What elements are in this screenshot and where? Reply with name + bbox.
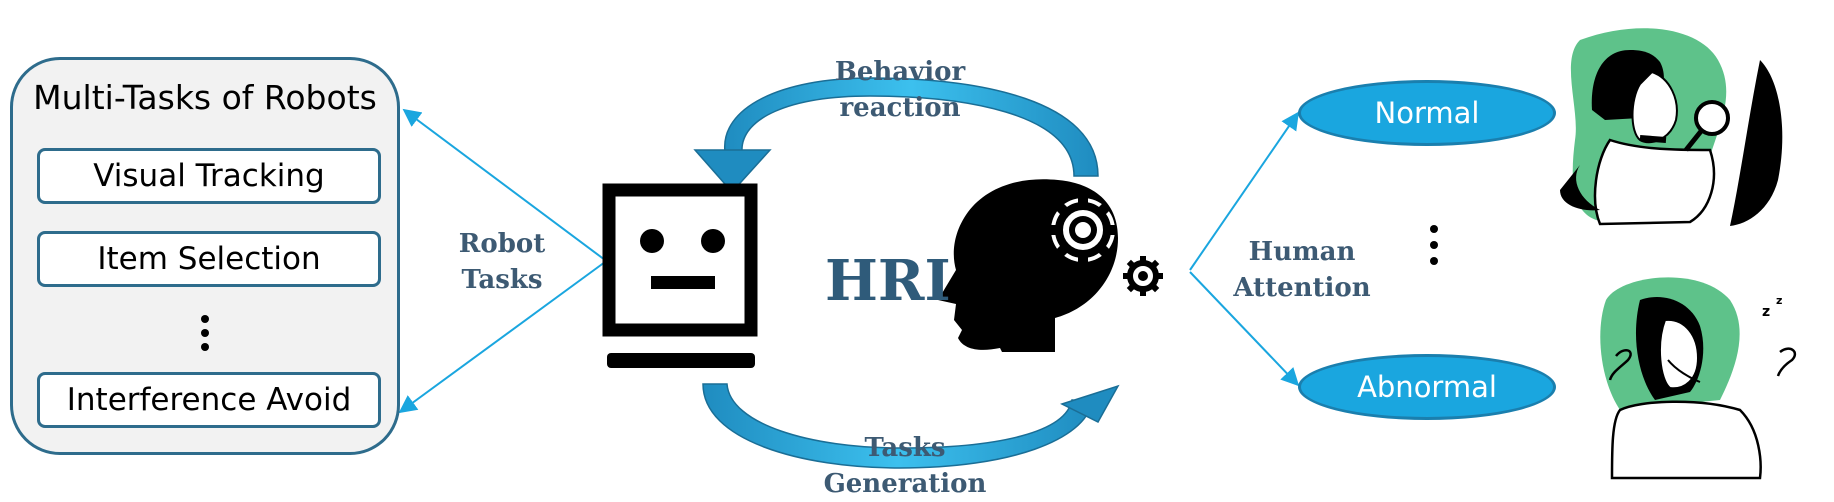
task-item-selection: Item Selection xyxy=(37,231,381,287)
head-with-gears-icon xyxy=(938,179,1163,352)
task-ellipsis-icon xyxy=(13,312,397,354)
normal-state: Normal xyxy=(1298,80,1556,146)
multi-tasks-panel: Multi-Tasks of Robots Visual Tracking It… xyxy=(10,57,400,455)
robot-tasks-label: Robot Tasks xyxy=(458,229,546,295)
robot-face-icon xyxy=(602,183,758,368)
sleepy-person-icon: z z xyxy=(1600,277,1797,480)
panel-title: Multi-Tasks of Robots xyxy=(33,78,377,117)
tasks-generation-arrow xyxy=(702,383,1120,469)
state-ellipsis-icon xyxy=(1430,221,1438,269)
hri-center-label: HRI xyxy=(825,248,951,314)
focused-person-icon xyxy=(1560,28,1783,226)
head-to-abnormal-line xyxy=(1189,271,1300,387)
svg-text:z: z xyxy=(1776,294,1782,307)
behavior-reaction-label: Behavior reaction xyxy=(834,57,966,123)
task-visual-tracking: Visual Tracking xyxy=(37,148,381,204)
robot-to-panel-top-line xyxy=(402,108,606,261)
behavior-reaction-arrow xyxy=(693,77,1099,194)
human-attention-label: Human Attention xyxy=(1233,237,1371,303)
head-to-normal-line xyxy=(1189,111,1300,271)
robot-to-panel-bottom-line xyxy=(398,261,606,414)
task-interference-avoid: Interference Avoid xyxy=(37,372,381,428)
tasks-generation-label: Tasks Generation xyxy=(823,433,987,499)
abnormal-state: Abnormal xyxy=(1298,354,1556,420)
svg-text:z: z xyxy=(1762,304,1770,320)
